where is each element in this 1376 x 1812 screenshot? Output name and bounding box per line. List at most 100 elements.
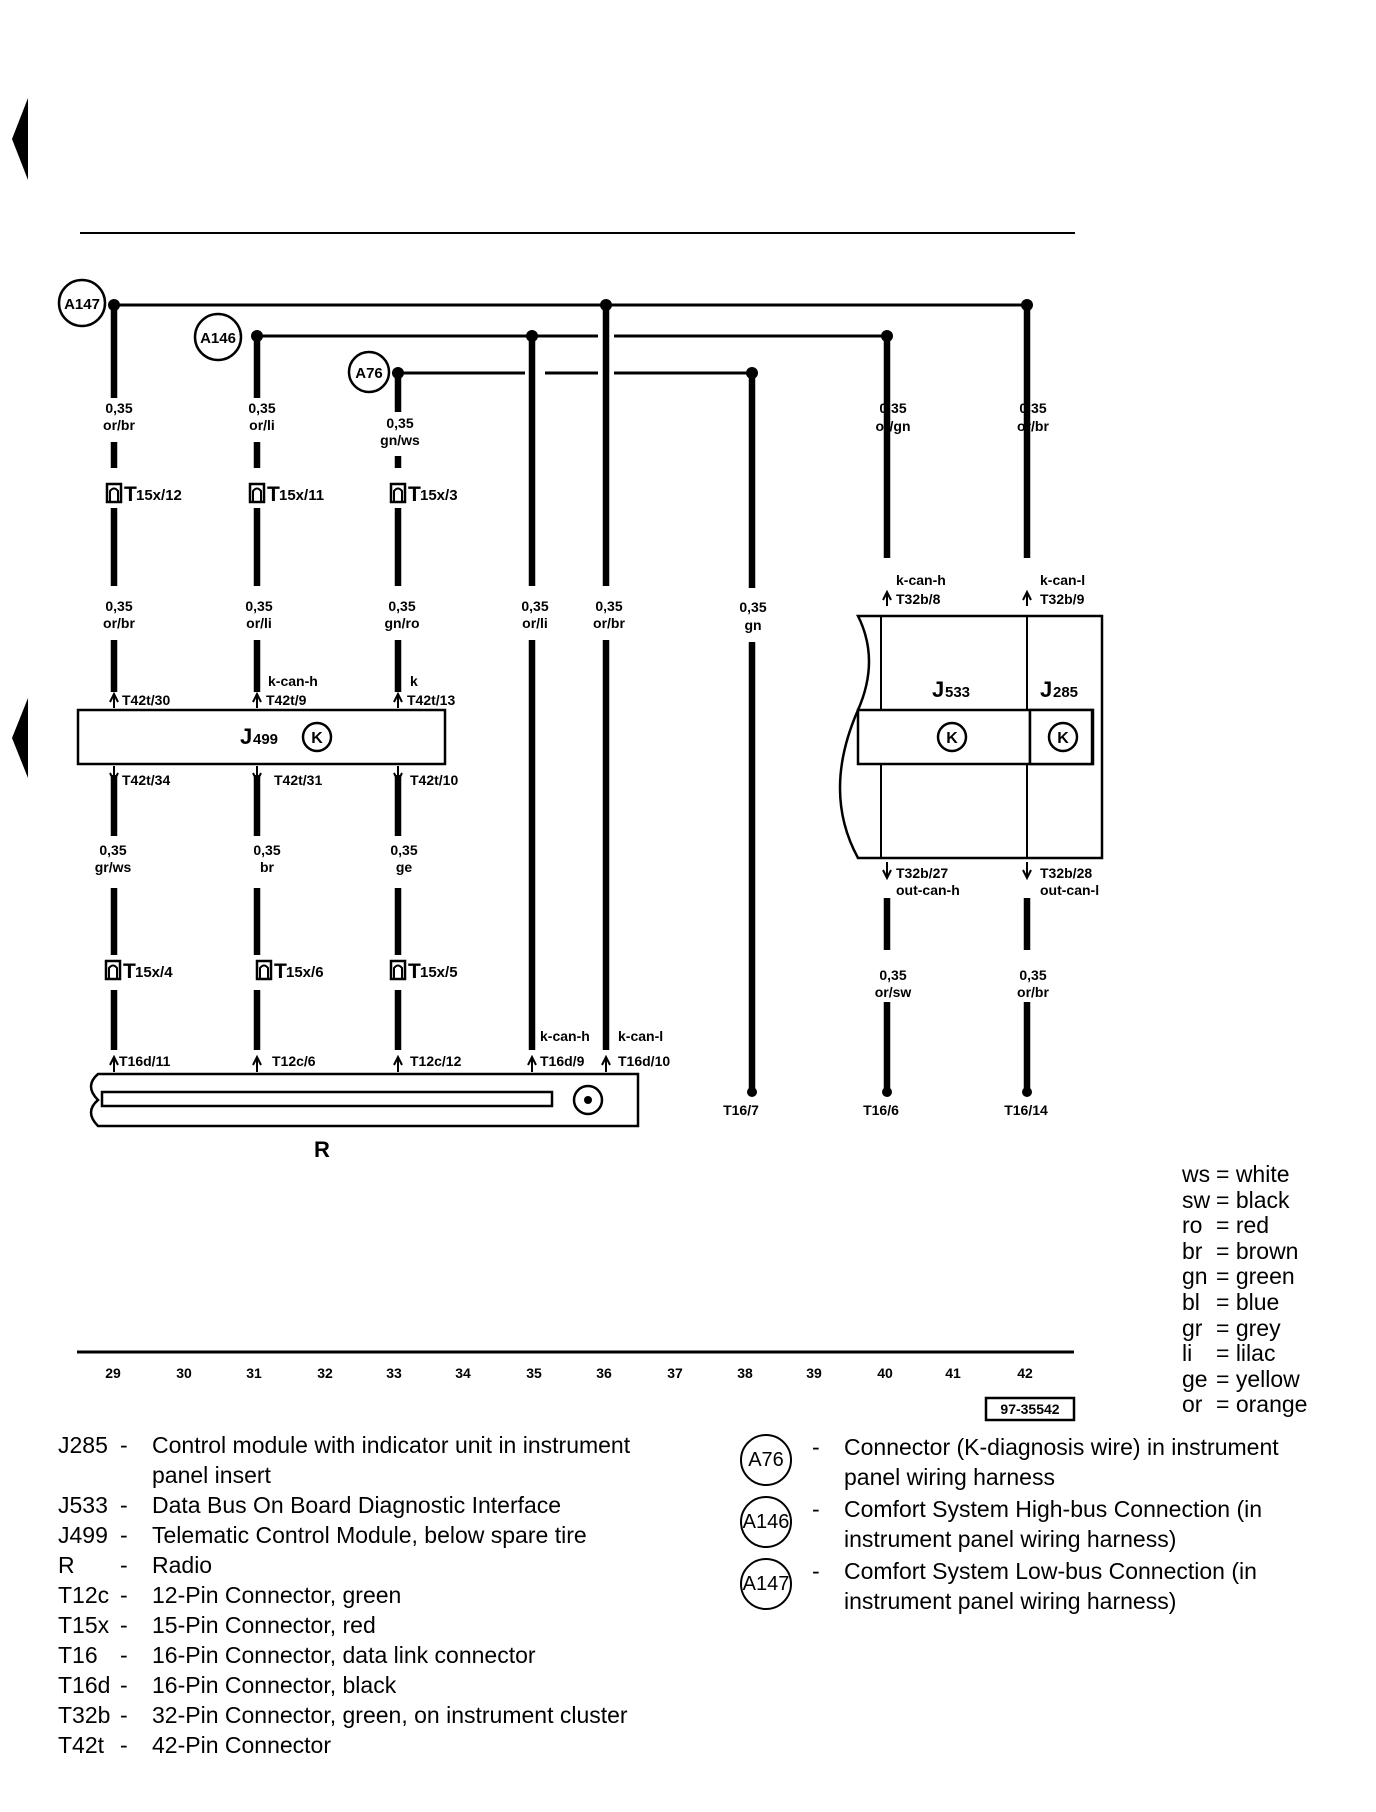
- svg-text:or/li: or/li: [246, 615, 272, 631]
- color-code-row: ge= yellow: [1182, 1365, 1300, 1392]
- svg-text:533: 533: [945, 684, 970, 701]
- color-code-legend: ws= white sw= black ro= red br= brown gn…: [1182, 1161, 1308, 1418]
- color-code-row: or= orange: [1182, 1391, 1308, 1418]
- junction-dots: [108, 299, 1033, 1097]
- svg-text:T42t/30: T42t/30: [122, 692, 170, 708]
- svg-text:or/br: or/br: [103, 417, 135, 433]
- svg-text:or/li: or/li: [522, 615, 548, 631]
- k-diagnosis-icon-j285: [1047, 721, 1079, 753]
- svg-text:T42t/10: T42t/10: [410, 772, 458, 788]
- svg-text:or/gn: or/gn: [876, 418, 911, 434]
- svg-text:0,35: 0,35: [1019, 967, 1046, 983]
- svg-text:0,35: 0,35: [105, 400, 132, 416]
- svg-text:T16d/10: T16d/10: [618, 1053, 670, 1069]
- connector-t15x-6: T 15x/6: [255, 959, 324, 983]
- svg-text:34: 34: [455, 1365, 471, 1381]
- svg-text:T16d/9: T16d/9: [540, 1053, 585, 1069]
- svg-text:0,35: 0,35: [879, 967, 906, 983]
- connector-t15x-12: T 15x/12: [105, 482, 182, 506]
- svg-text:0,35: 0,35: [105, 598, 132, 614]
- svg-text:31: 31: [246, 1365, 262, 1381]
- svg-text:0,35: 0,35: [245, 598, 272, 614]
- svg-text:T42t/34: T42t/34: [122, 772, 170, 788]
- legend-item: T12c-12-Pin Connector, green: [58, 1582, 402, 1608]
- svg-text:or/li: or/li: [249, 417, 275, 433]
- svg-text:k-can-h: k-can-h: [268, 673, 318, 689]
- svg-text:T12c/12: T12c/12: [410, 1053, 462, 1069]
- figure-id-box: 97-35542: [984, 1396, 1076, 1422]
- k-diagnosis-icon-j533: [936, 721, 968, 753]
- svg-text:T: T: [123, 960, 136, 983]
- svg-text:A146: A146: [200, 330, 236, 347]
- svg-text:A147: A147: [64, 296, 100, 313]
- svg-text:40: 40: [877, 1365, 893, 1381]
- radio-r: R: [89, 1072, 640, 1162]
- svg-text:K: K: [1057, 730, 1069, 747]
- svg-text:T: T: [267, 483, 280, 506]
- page-prev-arrow-icon[interactable]: [12, 98, 28, 180]
- svg-text:39: 39: [806, 1365, 822, 1381]
- svg-text:gn: gn: [744, 617, 761, 633]
- svg-text:T32b/8: T32b/8: [896, 591, 941, 607]
- legend-item: J285-Control module with indicator unit …: [58, 1432, 631, 1488]
- svg-text:0,35: 0,35: [390, 842, 417, 858]
- wire-labels: 0,35 or/br 0,35 or/li 0,35 gn/ws 0,35 or…: [95, 400, 1050, 1000]
- legend-item: T32b-32-Pin Connector, green, on instrum…: [58, 1702, 628, 1728]
- svg-text:32: 32: [317, 1365, 333, 1381]
- color-code-row: ro= red: [1182, 1212, 1270, 1239]
- page-prev-arrow-icon-2[interactable]: [12, 698, 28, 778]
- svg-text:out-can-l: out-can-l: [1040, 882, 1099, 898]
- legend-item: R-Radio: [58, 1552, 213, 1578]
- svg-text:38: 38: [737, 1365, 753, 1381]
- connector-t15x-4: T 15x/4: [104, 959, 173, 983]
- pin-labels: T42t/30 k-can-h T42t/9 k T42t/13 T42t/34…: [119, 572, 1099, 1118]
- svg-text:k-can-l: k-can-l: [618, 1028, 663, 1044]
- svg-text:T32b/28: T32b/28: [1040, 865, 1092, 881]
- svg-text:42: 42: [1017, 1365, 1033, 1381]
- color-code-row: sw= black: [1182, 1186, 1290, 1213]
- svg-text:0,35: 0,35: [595, 598, 622, 614]
- pin-arrows: [109, 589, 1032, 1072]
- svg-text:gr/ws: gr/ws: [95, 859, 132, 875]
- svg-text:k-can-h: k-can-h: [540, 1028, 590, 1044]
- svg-text:35: 35: [526, 1365, 542, 1381]
- svg-text:gn/ws: gn/ws: [380, 432, 420, 448]
- ground-point-icon: A147: [740, 1558, 792, 1610]
- svg-text:ge: ge: [396, 859, 413, 875]
- k-diagnosis-icon: [301, 721, 333, 753]
- color-code-row: ws= white: [1182, 1161, 1290, 1187]
- legend-item: T42t-42-Pin Connector: [58, 1732, 331, 1758]
- svg-text:T16/7: T16/7: [723, 1102, 759, 1118]
- svg-text:T16/6: T16/6: [863, 1102, 899, 1118]
- svg-text:30: 30: [176, 1365, 192, 1381]
- color-code-row: gr= grey: [1182, 1314, 1281, 1341]
- svg-text:J: J: [1040, 677, 1052, 702]
- svg-text:T: T: [124, 483, 137, 506]
- color-code-row: li= lilac: [1182, 1340, 1276, 1367]
- bus-lines: [113, 303, 1026, 375]
- svg-text:J: J: [932, 677, 944, 702]
- connector-t15x-11: T 15x/11: [248, 482, 324, 506]
- svg-text:J: J: [240, 724, 252, 749]
- svg-text:or/br: or/br: [593, 615, 625, 631]
- legend-item: T15x-15-Pin Connector, red: [58, 1612, 376, 1638]
- svg-text:15x/3: 15x/3: [420, 487, 458, 504]
- svg-text:out-can-h: out-can-h: [896, 882, 960, 898]
- ground-point-a146: A146: [193, 312, 243, 362]
- svg-text:0,35: 0,35: [879, 400, 906, 416]
- svg-text:36: 36: [596, 1365, 612, 1381]
- module-j533-j285: J 533 J 285 K K: [838, 614, 1104, 860]
- legend-item: J499-Telematic Control Module, below spa…: [58, 1522, 587, 1548]
- svg-text:T16d/11: T16d/11: [119, 1053, 171, 1069]
- svg-text:K: K: [946, 730, 958, 747]
- ground-point-a147: A147: [57, 278, 107, 328]
- svg-text:0,35: 0,35: [1019, 400, 1046, 416]
- svg-text:or/sw: or/sw: [875, 984, 912, 1000]
- svg-text:29: 29: [105, 1365, 121, 1381]
- svg-text:k: k: [410, 673, 418, 689]
- svg-text:41: 41: [945, 1365, 961, 1381]
- svg-text:T: T: [408, 960, 421, 983]
- svg-text:285: 285: [1053, 684, 1078, 701]
- legend-item: T16-16-Pin Connector, data link connecto…: [58, 1642, 536, 1668]
